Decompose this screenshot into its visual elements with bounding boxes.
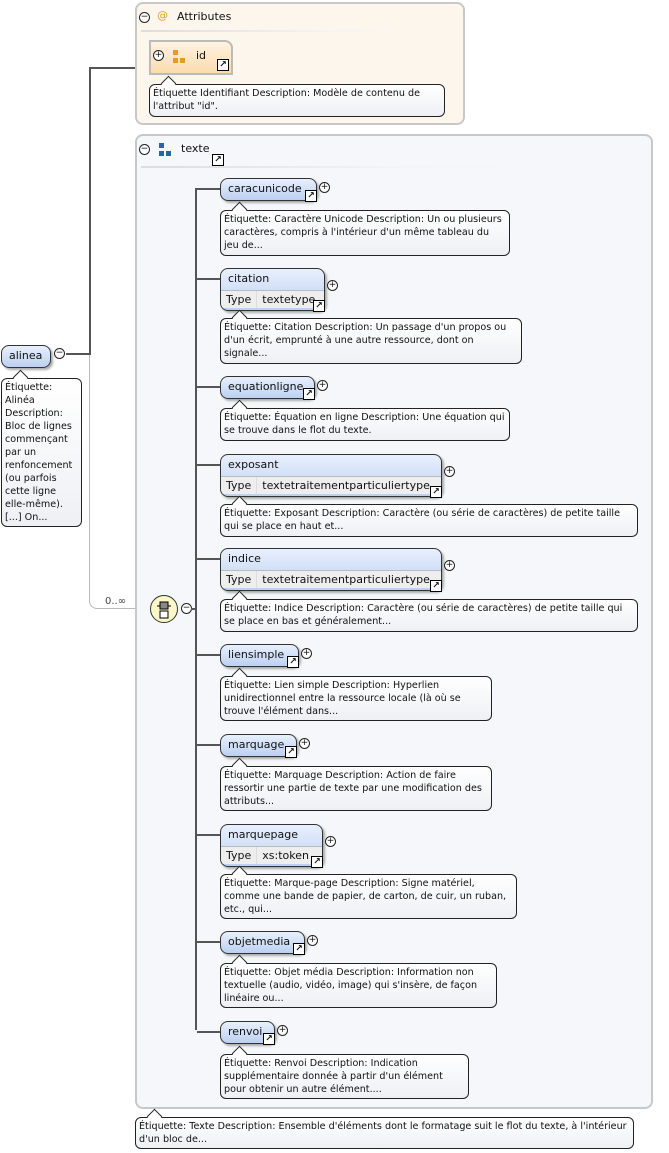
collapse-icon[interactable]: −: [54, 348, 65, 359]
expand-icon[interactable]: +: [444, 466, 455, 477]
connector-line: [197, 654, 220, 656]
attributes-title: Attributes: [177, 10, 232, 23]
element-liensimple[interactable]: liensimple: [220, 644, 299, 667]
element-marquage[interactable]: marquage: [220, 734, 297, 757]
annotation: Étiquette: Exposant Description: Caractè…: [220, 504, 638, 537]
type-label: Type: [221, 477, 258, 494]
annotation: Étiquette: Citation Description: Un pass…: [220, 318, 522, 364]
element-objetmedia[interactable]: objetmedia: [220, 931, 305, 954]
annotation: Étiquette: Lien simple Description: Hype…: [220, 676, 492, 721]
annotation: Étiquette: Caractère Unicode Description…: [220, 210, 510, 256]
attribute-name: id: [196, 49, 207, 62]
type-label: Type: [221, 291, 258, 308]
root-element-alinea[interactable]: alinea: [1, 345, 51, 368]
divider: [141, 166, 521, 168]
link-arrow-icon[interactable]: ↗: [263, 1033, 275, 1045]
group-icon: [159, 143, 171, 156]
annotation: Étiquette: Équation en ligne Description…: [220, 408, 510, 441]
element-name: renvoi: [228, 1025, 263, 1038]
element-name: objetmedia: [228, 935, 291, 948]
connector-line: [197, 834, 220, 836]
type-value: textetraitementparticuliertype: [262, 479, 430, 492]
element-caracunicode[interactable]: caracunicode: [220, 178, 317, 201]
attributes-box: − @ Attributes + id ↗ Étiquette Identifi…: [135, 2, 465, 125]
occurrence-label: 0..∞: [105, 596, 127, 607]
annotation: Étiquette: Alinéa Description: Bloc de l…: [1, 378, 82, 527]
connector-line: [66, 353, 91, 355]
element-name: equationligne: [228, 380, 304, 393]
link-arrow-icon[interactable]: ↗: [430, 486, 442, 498]
element-name: exposant: [228, 458, 279, 471]
annotation: Étiquette Identifiant Description: Modèl…: [149, 84, 445, 117]
element-equationligne[interactable]: equationligne: [220, 376, 315, 399]
expand-icon[interactable]: +: [325, 836, 336, 847]
connector-line: [197, 386, 220, 388]
connector-line: [89, 67, 135, 69]
annotation: Étiquette: Marquage Description: Action …: [220, 766, 492, 811]
attribute-id[interactable]: + id ↗: [149, 40, 233, 75]
element-name: marquepage: [228, 828, 298, 841]
collapse-icon[interactable]: −: [139, 12, 150, 23]
element-name: marquage: [228, 738, 285, 751]
link-arrow-icon[interactable]: ↗: [293, 943, 305, 955]
link-arrow-icon[interactable]: ↗: [285, 746, 297, 758]
type-value: textetype: [262, 293, 316, 306]
expand-icon[interactable]: +: [299, 738, 310, 749]
annotation: Étiquette: Marque-page Description: Sign…: [220, 874, 517, 919]
link-arrow-icon[interactable]: ↗: [212, 154, 224, 166]
divider: [141, 30, 421, 32]
link-arrow-icon[interactable]: ↗: [287, 656, 299, 668]
connector-line: [89, 355, 150, 609]
choice-compositor-icon[interactable]: [150, 595, 178, 623]
type-value: xs:token: [262, 849, 309, 862]
expand-icon[interactable]: +: [319, 182, 330, 193]
connector-line: [197, 744, 220, 746]
annotation: Étiquette: Texte Description: Ensemble d…: [135, 1117, 634, 1149]
choice-line: [195, 188, 197, 1030]
at-icon: @: [157, 9, 168, 22]
type-label: Type: [221, 847, 258, 864]
connector-line: [197, 278, 220, 280]
element-renvoi[interactable]: renvoi: [220, 1021, 275, 1044]
type-label: Type: [221, 571, 258, 588]
element-name: liensimple: [228, 648, 285, 661]
connector-line: [197, 464, 220, 466]
element-name: citation: [228, 272, 270, 285]
link-arrow-icon[interactable]: ↗: [311, 856, 323, 868]
connector-line: [197, 188, 220, 190]
attribute-icon: [173, 50, 185, 63]
link-arrow-icon[interactable]: ↗: [305, 190, 317, 202]
annotation: Étiquette: Indice Description: Caractère…: [220, 599, 638, 632]
annotation: Étiquette: Objet média Description: Info…: [220, 963, 497, 1008]
connector-line: [191, 608, 197, 610]
expand-icon[interactable]: +: [317, 380, 328, 391]
expand-icon[interactable]: +: [307, 935, 318, 946]
element-name: caracunicode: [228, 182, 302, 195]
link-arrow-icon[interactable]: ↗: [303, 388, 315, 400]
expand-icon[interactable]: +: [301, 648, 312, 659]
collapse-icon[interactable]: −: [139, 144, 150, 155]
connector-line: [89, 67, 91, 355]
link-arrow-icon[interactable]: ↗: [430, 580, 442, 592]
link-arrow-icon[interactable]: ↗: [313, 300, 325, 312]
annotation: Étiquette: Renvoi Description: Indicatio…: [220, 1054, 469, 1099]
link-arrow-icon[interactable]: ↗: [217, 59, 229, 71]
expand-icon[interactable]: +: [327, 280, 338, 291]
group-title: texte: [181, 142, 210, 155]
connector-line: [197, 1031, 220, 1033]
element-name: indice: [228, 552, 261, 565]
expand-icon[interactable]: +: [277, 1025, 288, 1036]
expand-icon[interactable]: +: [153, 50, 164, 61]
type-value: textetraitementparticuliertype: [262, 573, 430, 586]
connector-line: [197, 941, 220, 943]
expand-icon[interactable]: +: [444, 560, 455, 571]
connector-line: [197, 558, 220, 560]
